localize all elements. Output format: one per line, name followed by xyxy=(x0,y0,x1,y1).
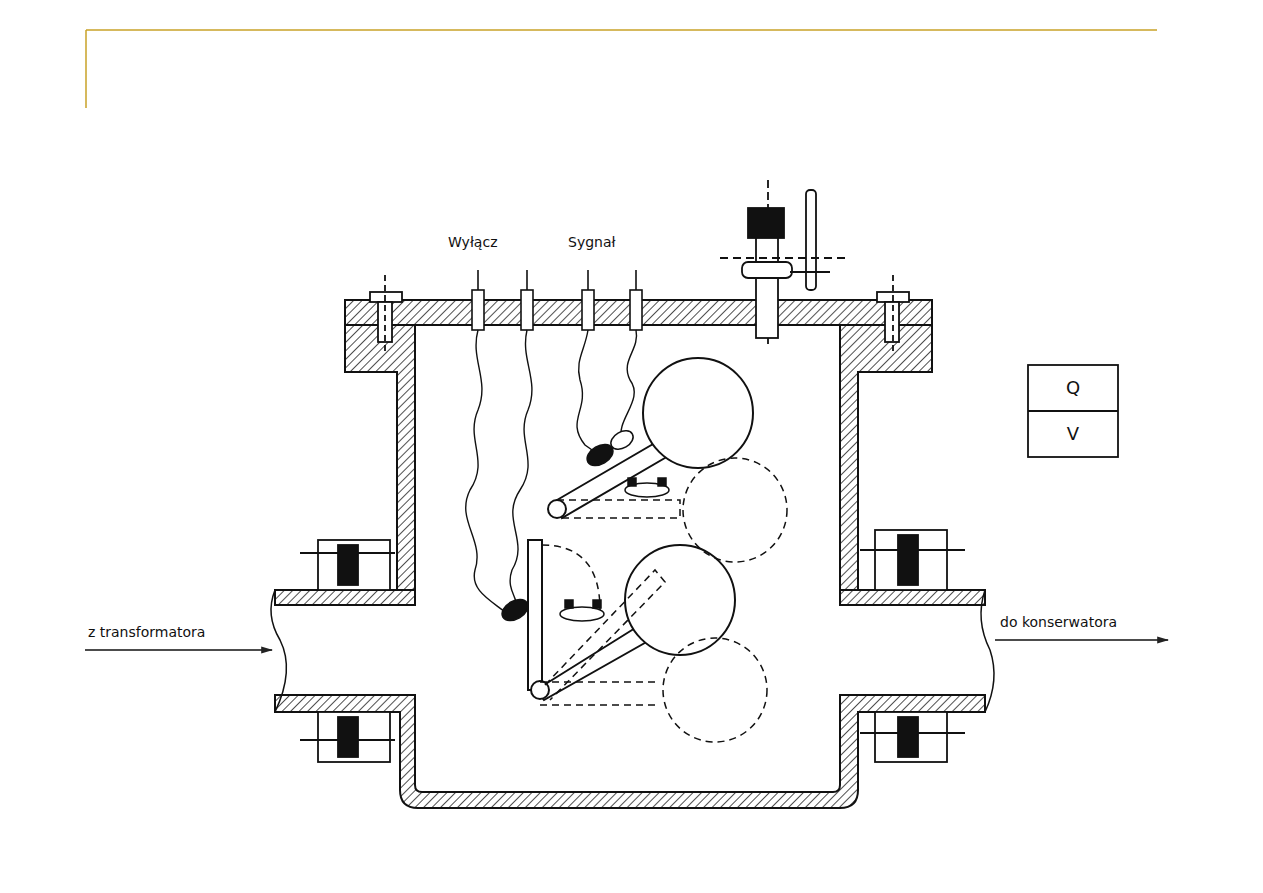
floats xyxy=(528,358,753,700)
flow-label: do konserwatora xyxy=(1000,614,1117,630)
header-rule xyxy=(86,30,1157,108)
housing xyxy=(275,300,985,808)
mercury-switches xyxy=(498,427,669,625)
test-valve xyxy=(720,180,845,345)
float-tripped xyxy=(540,458,787,742)
terminals xyxy=(472,270,642,330)
flange-bolts xyxy=(300,530,965,762)
symbol-table xyxy=(1028,365,1118,457)
table-cell: Q xyxy=(1066,378,1080,399)
terminal-label: Wyłącz xyxy=(448,234,498,250)
flow-arrows xyxy=(85,640,1168,650)
flow-label: z transformatora xyxy=(88,624,205,640)
table-cell: V xyxy=(1067,424,1079,445)
terminal-label: Sygnał xyxy=(568,234,616,250)
cover-bolts xyxy=(370,275,909,355)
